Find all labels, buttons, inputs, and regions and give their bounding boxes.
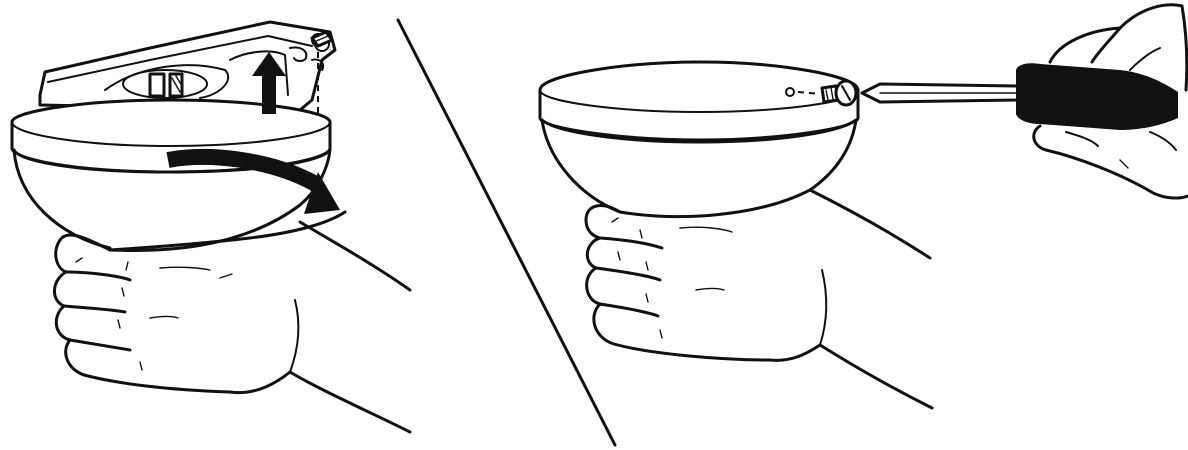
hand-icon bbox=[1032, 3, 1188, 200]
hand-icon bbox=[584, 188, 934, 410]
panel-divider bbox=[396, 18, 617, 447]
left-panel bbox=[10, 20, 412, 434]
screw-icon bbox=[797, 79, 858, 107]
up-arrow-icon bbox=[252, 52, 286, 114]
hand-icon bbox=[53, 210, 412, 434]
rotate-arrow-icon bbox=[166, 148, 340, 214]
screw-icon bbox=[310, 30, 334, 118]
screwdriver-icon bbox=[860, 63, 1178, 130]
light-fixture-bowl-icon bbox=[538, 60, 860, 219]
right-panel bbox=[538, 3, 1188, 410]
